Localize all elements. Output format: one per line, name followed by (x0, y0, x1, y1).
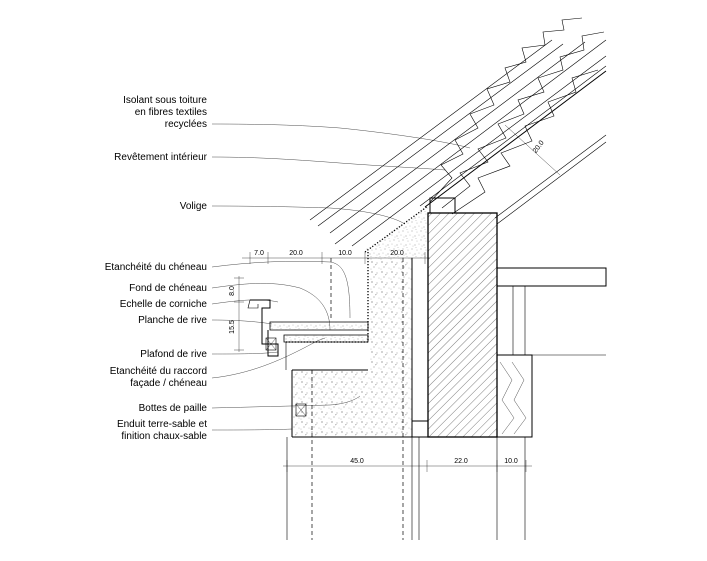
label-revetement: Revêtement intérieur (114, 152, 207, 163)
label-etancheite-raccord-line-2: façade / chéneau (130, 378, 207, 389)
label-planche-rive: Planche de rive (138, 315, 207, 326)
label-enduit-line-1: Enduit terre-sable et (117, 419, 207, 430)
dim-bottom-3: 10.0 (504, 458, 518, 465)
roof-slope (309, 39, 607, 247)
label-etancheite-raccord-line-1: Etanchéité du raccord (110, 366, 207, 377)
dim-bottom-2: 22.0 (454, 458, 468, 465)
label-bottes-paille: Bottes de paille (139, 403, 208, 414)
dim-top-1: 7.0 (254, 250, 264, 257)
straw-bale-wall (286, 205, 429, 540)
label-plafond-rive: Plafond de rive (140, 349, 207, 360)
label-isolant-line-1: Isolant sous toiture (123, 95, 207, 106)
interior-structure (496, 267, 607, 540)
label-fond-cheneau: Fond de chéneau (129, 283, 207, 294)
leader-lines (211, 123, 471, 431)
gutter-cornice (247, 258, 369, 370)
label-volige: Volige (180, 201, 208, 212)
label-etancheite-cheneau: Etanchéité du chéneau (105, 262, 207, 273)
bottom-dimension-line (283, 437, 532, 540)
label-isolant-line-3: recyclées (165, 119, 207, 130)
annotation-labels: Isolant sous toiture en fibres textiles … (105, 95, 208, 442)
dim-top-2: 20.0 (289, 250, 303, 257)
dim-bottom-1: 45.0 (350, 458, 364, 465)
insulation-dimension-line (504, 124, 561, 176)
label-isolant-line-2: en fibres textiles (135, 107, 207, 118)
dim-top-3: 10.0 (338, 250, 352, 257)
label-echelle-corniche: Echelle de corniche (120, 299, 208, 310)
dim-top-4: 20.0 (390, 250, 404, 257)
dim-left-2: 15.5 (229, 320, 236, 334)
left-dimension-line (234, 276, 244, 352)
roof-insulation (429, 17, 605, 215)
label-enduit-line-2: finition chaux-sable (121, 431, 207, 442)
dim-left-1: 8.0 (229, 286, 236, 296)
dim-insulation: 20.0 (532, 139, 546, 154)
top-dimension-line (242, 252, 430, 264)
